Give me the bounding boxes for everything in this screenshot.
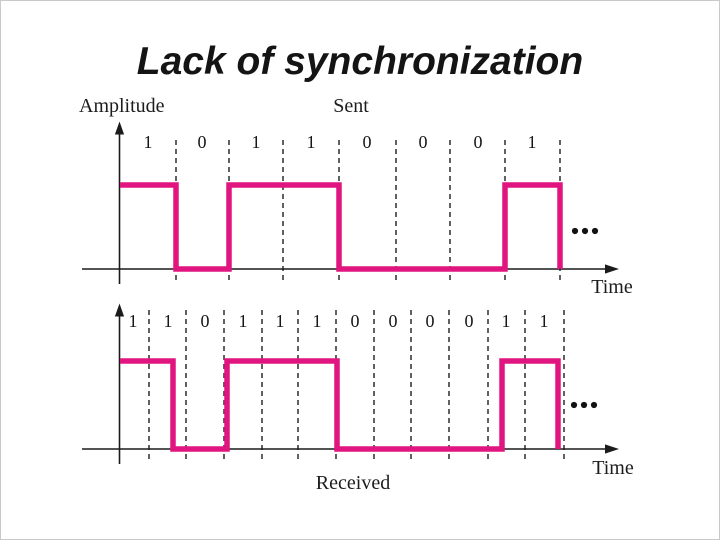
- received-time-axis-label: Time: [592, 457, 634, 479]
- time-axis-arrowhead: [605, 444, 619, 454]
- amplitude-axis-arrowhead: [114, 121, 125, 135]
- sent-bit-label: 0: [419, 132, 428, 152]
- sent-chart-label: Sent: [333, 95, 369, 117]
- sent-bit-label: 1: [307, 132, 316, 152]
- received-bit-label: 0: [351, 311, 360, 331]
- received-bit-label: 0: [201, 311, 210, 331]
- time-axis-arrowhead: [605, 264, 619, 274]
- received-bit-label: 1: [239, 311, 248, 331]
- received-bit-label: 1: [313, 311, 322, 331]
- slide-title: Lack of synchronization: [136, 40, 584, 83]
- received-chart: 1 1 0 1 1 1 0 0 0 0 1 1: [82, 303, 619, 464]
- ellipsis-dot: [590, 401, 598, 409]
- sent-time-axis-label: Time: [591, 276, 633, 298]
- received-bit-label: 1: [129, 311, 138, 331]
- sent-bit-label: 1: [144, 132, 153, 152]
- sent-signal-waveform: [120, 182, 563, 272]
- sent-bit-label: 0: [198, 132, 207, 152]
- amplitude-axis-label: Amplitude: [79, 95, 165, 117]
- received-bit-label: 1: [502, 311, 511, 331]
- received-bit-label: 0: [426, 311, 435, 331]
- received-bit-label: 1: [164, 311, 173, 331]
- received-bit-label: 0: [389, 311, 398, 331]
- ellipsis-dot: [591, 227, 599, 235]
- sent-chart: 1 0 1 1 0 0 0 1: [82, 121, 619, 284]
- ellipsis-dot: [570, 401, 578, 409]
- charts-root: 1 0 1 1 0 0 0 1 1 1 0 1 1 1 0 0 0 0 1 1: [82, 121, 619, 464]
- received-bit-label: 0: [465, 311, 474, 331]
- sent-bit-label: 1: [252, 132, 261, 152]
- ellipsis-dot: [571, 227, 579, 235]
- ellipsis-dot: [581, 227, 589, 235]
- received-chart-label: Received: [316, 472, 390, 494]
- received-bit-label: 1: [540, 311, 549, 331]
- received-signal-waveform: [120, 358, 561, 452]
- received-bit-label: 1: [276, 311, 285, 331]
- sent-bit-label: 0: [474, 132, 483, 152]
- sent-bit-label: 0: [363, 132, 372, 152]
- sent-bit-label: 1: [528, 132, 537, 152]
- amplitude-axis-arrowhead: [114, 303, 125, 317]
- ellipsis-dot: [580, 401, 588, 409]
